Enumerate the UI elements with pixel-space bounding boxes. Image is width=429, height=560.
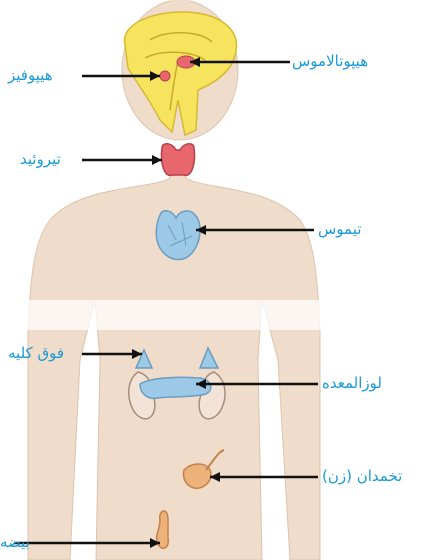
thymus-shape: [156, 211, 200, 260]
label-thyroid: تیروئید: [20, 150, 61, 168]
label-testis: بیضه: [0, 533, 30, 551]
label-adrenal: فوق کلیه: [8, 344, 64, 362]
pancreas-shape: [140, 377, 211, 398]
label-pituitary: هیپوفیز: [8, 66, 53, 84]
label-hypothalamus: هیپوتالاموس: [292, 52, 368, 70]
thyroid-shape: [161, 144, 194, 176]
pituitary-shape: [160, 71, 170, 81]
label-pancreas: لوزالمعده: [322, 374, 382, 392]
label-ovary: تخمدان (زن): [322, 467, 402, 485]
label-thymus: تیموس: [318, 220, 361, 238]
